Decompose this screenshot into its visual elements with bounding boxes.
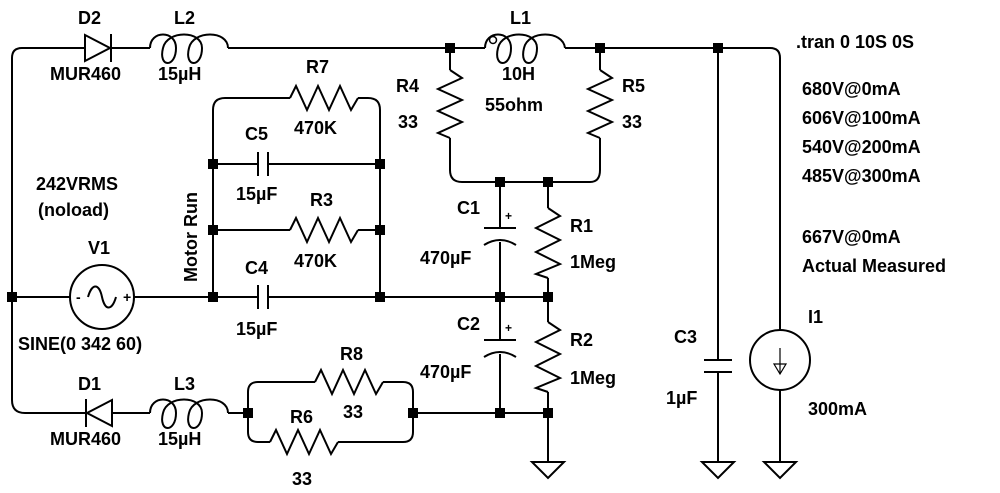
- resistor-r4: [435, 69, 465, 139]
- resistor-r3: [289, 215, 359, 245]
- r8-ref: R8: [340, 344, 363, 364]
- annotations: Motor Run 242VRMS (noload) .tran 0 10S 0…: [36, 32, 946, 282]
- voltage-source-v1: [69, 264, 135, 330]
- c1-polarity-mark: +: [505, 209, 512, 223]
- measured-label: Actual Measured: [802, 256, 946, 276]
- d1-ref: D1: [78, 374, 101, 394]
- v1-value: SINE(0 342 60): [18, 334, 142, 354]
- l1-resistance: 55ohm: [485, 95, 543, 115]
- motor-run-label: Motor Run: [181, 192, 201, 282]
- sim-result: 680V@0mA: [802, 79, 901, 99]
- capacitor-c2: [483, 339, 517, 358]
- r2-ref: R2: [570, 330, 593, 350]
- diode-d1: [84, 398, 113, 428]
- r5-ref: R5: [622, 76, 645, 96]
- l2-ref: L2: [174, 8, 195, 28]
- capacitor-c1: [483, 227, 517, 246]
- r3-ref: R3: [310, 190, 333, 210]
- c3-value: 1µF: [666, 388, 697, 408]
- c5-ref: C5: [245, 124, 268, 144]
- vrms-noload-label: (noload): [38, 200, 109, 220]
- c3-ref: C3: [674, 327, 697, 347]
- ground-icon: [529, 461, 567, 480]
- v1-minus-sign: -: [76, 289, 81, 305]
- l3-value: 15µH: [158, 429, 201, 449]
- current-source-i1: [749, 329, 811, 391]
- c4-value: 15µF: [236, 319, 277, 339]
- v1-plus-sign: +: [123, 289, 131, 305]
- r8-value: 33: [343, 402, 363, 422]
- inductor-l3: [149, 398, 229, 429]
- r5-value: 33: [622, 112, 642, 132]
- inductor-l1-phase-dot: [488, 35, 498, 45]
- i1-ref: I1: [808, 307, 823, 327]
- resistor-r1: [533, 207, 563, 279]
- l3-ref: L3: [174, 374, 195, 394]
- c4-ref: C4: [245, 258, 268, 278]
- c1-value: 470µF: [420, 248, 471, 268]
- r4-value: 33: [398, 112, 418, 132]
- c1-ref: C1: [457, 198, 480, 218]
- l1-ref: L1: [510, 8, 531, 28]
- r4-ref: R4: [396, 76, 419, 96]
- i1-value: 300mA: [808, 399, 867, 419]
- inductor-l1: [484, 33, 566, 64]
- r6-value: 33: [292, 469, 312, 489]
- measured-value: 667V@0mA: [802, 227, 901, 247]
- wires: [11, 47, 781, 462]
- resistor-r5: [585, 69, 615, 139]
- resistor-r7: [289, 83, 359, 113]
- vrms-label: 242VRMS: [36, 174, 118, 194]
- c5-value: 15µF: [236, 184, 277, 204]
- c2-value: 470µF: [420, 362, 471, 382]
- capacitor-c5: [257, 152, 269, 176]
- diode-d2: [84, 33, 113, 63]
- c2-polarity-mark: +: [505, 321, 512, 335]
- r7-value: 470K: [294, 118, 337, 138]
- d2-value: MUR460: [50, 64, 121, 84]
- capacitor-c3: [704, 359, 732, 373]
- l2-value: 15µH: [158, 64, 201, 84]
- ground-icon: [699, 461, 737, 480]
- r1-ref: R1: [570, 216, 593, 236]
- c2-ref: C2: [457, 314, 480, 334]
- inductor-l2: [149, 33, 229, 64]
- component-labels: D2 MUR460 L2 15µH L1 10H 55ohm R4 33 R5 …: [18, 8, 867, 489]
- resistor-r2: [533, 321, 563, 393]
- sim-result: 485V@300mA: [802, 166, 921, 186]
- junction-dots: [7, 43, 723, 418]
- v1-ref: V1: [88, 238, 110, 258]
- d2-ref: D2: [78, 8, 101, 28]
- sim-result: 606V@100mA: [802, 108, 921, 128]
- r3-value: 470K: [294, 251, 337, 271]
- sim-command: .tran 0 10S 0S: [796, 32, 914, 52]
- sim-result: 540V@200mA: [802, 137, 921, 157]
- l1-value: 10H: [502, 64, 535, 84]
- d1-value: MUR460: [50, 429, 121, 449]
- r6-ref: R6: [290, 407, 313, 427]
- ground-icon: [761, 461, 799, 480]
- resistor-r6: [269, 427, 339, 457]
- r7-ref: R7: [306, 57, 329, 77]
- resistor-r8: [314, 367, 384, 397]
- r2-value: 1Meg: [570, 368, 616, 388]
- capacitor-c4: [257, 285, 269, 309]
- r1-value: 1Meg: [570, 252, 616, 272]
